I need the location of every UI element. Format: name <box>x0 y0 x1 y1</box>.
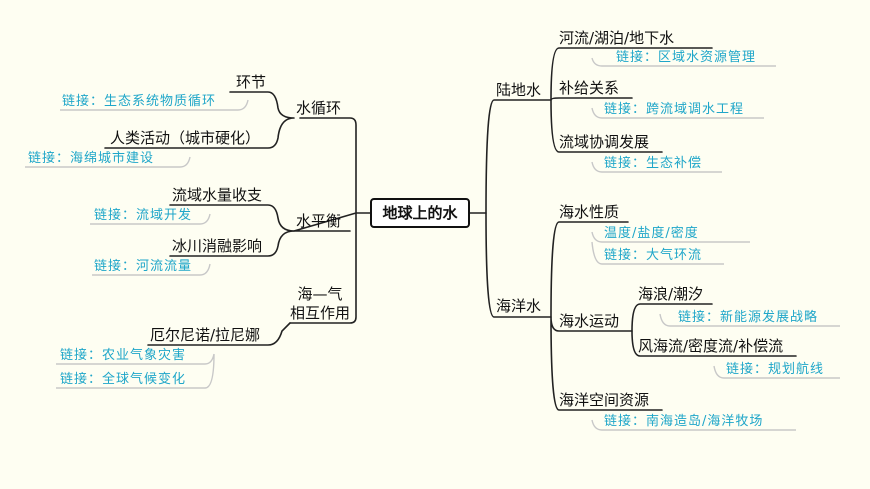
connector-ocean-water <box>550 221 663 411</box>
branch-sea-air-line1: 海—气 <box>297 285 343 303</box>
node-human-activity: 人类活动（城市硬化） <box>110 129 261 147</box>
branch-sea-air: 海—气 相互作用 <box>284 285 356 323</box>
link-line-waves <box>659 313 840 327</box>
branch-land-water: 陆地水 <box>496 81 542 99</box>
root-node: 地球上的水 <box>370 198 470 228</box>
link-line-coordination <box>591 161 722 173</box>
link-line-currents <box>713 365 840 379</box>
link-line-recharge <box>591 107 764 119</box>
link-enso-climate: 链接：全球气候变化 <box>60 372 187 387</box>
link-line-resources <box>591 419 796 431</box>
link-line-glacier <box>92 263 211 276</box>
branch-ocean-water: 海洋水 <box>496 297 542 315</box>
node-ocean-space-resources: 海洋空间资源 <box>559 391 650 409</box>
link-basin-budget: 链接：流域开发 <box>94 208 193 223</box>
connector-sea-air <box>147 322 291 346</box>
link-glacier-melt: 链接：河流流量 <box>94 259 193 274</box>
link-line-huanjie <box>60 99 249 111</box>
link-rivers-lakes: 链接：区域水资源管理 <box>616 50 757 65</box>
node-recharge: 补给关系 <box>559 79 620 97</box>
node-glacier-melt: 冰川消融影响 <box>172 237 263 255</box>
link-line-basin <box>90 213 211 225</box>
branch-water-cycle: 水循环 <box>296 99 342 117</box>
link-huanjie: 链接：生态系统物质循环 <box>62 94 217 109</box>
link-line-rivers <box>591 57 776 67</box>
link-line-human <box>25 156 191 168</box>
connector-ocean-motion <box>631 303 797 357</box>
connector-left-spine <box>289 117 357 324</box>
node-coordination: 流域协调发展 <box>559 133 650 151</box>
node-seawater-properties: 海水性质 <box>559 203 620 221</box>
branch-water-balance: 水平衡 <box>296 212 342 230</box>
connector-water-cycle <box>104 91 295 149</box>
link-coordination: 链接：生态补偿 <box>604 156 703 171</box>
link-atmospheric-circulation: 链接：大气环流 <box>604 248 703 263</box>
link-waves-tides: 链接：新能源发展战略 <box>678 310 819 325</box>
node-seawater-motion: 海水运动 <box>559 312 620 330</box>
link-ocean-space-resources: 链接：南海造岛/海洋牧场 <box>604 414 764 429</box>
link-temp-salinity-density: 温度/盐度/密度 <box>604 226 699 241</box>
node-basin-budget: 流域水量收支 <box>172 186 263 204</box>
link-recharge: 链接：跨流域调水工程 <box>604 102 745 117</box>
connector-right-spine <box>485 99 552 318</box>
link-line-enso <box>56 353 215 389</box>
link-line-properties <box>591 231 750 265</box>
link-ocean-currents: 链接：规划航线 <box>726 362 825 377</box>
connector-land-water <box>550 47 713 153</box>
node-ocean-currents: 风海流/密度流/补偿流 <box>638 337 784 355</box>
link-human-activity: 链接：海绵城市建设 <box>28 151 155 166</box>
node-huanjie: 环节 <box>236 73 267 91</box>
node-waves-tides: 海浪/潮汐 <box>638 285 704 303</box>
node-enso: 厄尔尼诺/拉尼娜 <box>150 326 261 344</box>
branch-sea-air-line2: 相互作用 <box>289 304 350 322</box>
connector-water-balance <box>169 204 295 257</box>
link-enso-agriculture: 链接：农业气象灾害 <box>60 348 187 363</box>
node-rivers-lakes: 河流/湖泊/地下水 <box>559 29 675 47</box>
